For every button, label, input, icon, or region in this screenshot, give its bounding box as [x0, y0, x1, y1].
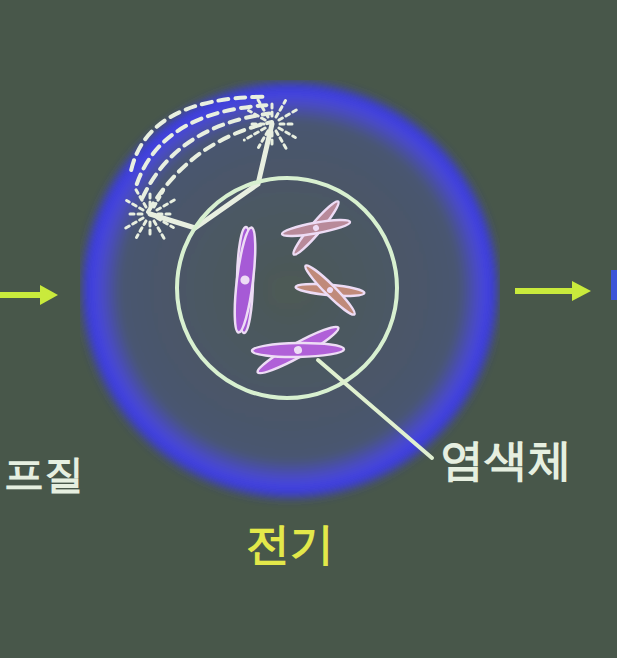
- spindle-fibres: [122, 96, 299, 241]
- cell-node: 전기: [80, 80, 500, 580]
- right-arrow: [515, 281, 591, 301]
- cut-off-label: 프질: [4, 452, 84, 496]
- chromosome: [292, 260, 368, 319]
- cell-illustration: [80, 80, 500, 580]
- cell-outline: [80, 80, 500, 501]
- chromosome: [231, 226, 260, 334]
- chromosomes: [231, 196, 369, 379]
- leader-line: [318, 360, 432, 458]
- stage-heading: 전기: [246, 520, 334, 568]
- nucleus-outline: [177, 178, 397, 398]
- chromosome-label: 염색체: [440, 436, 572, 484]
- next-cell-edge: [611, 270, 617, 300]
- chromosome: [278, 196, 354, 259]
- left-arrow: [0, 285, 58, 305]
